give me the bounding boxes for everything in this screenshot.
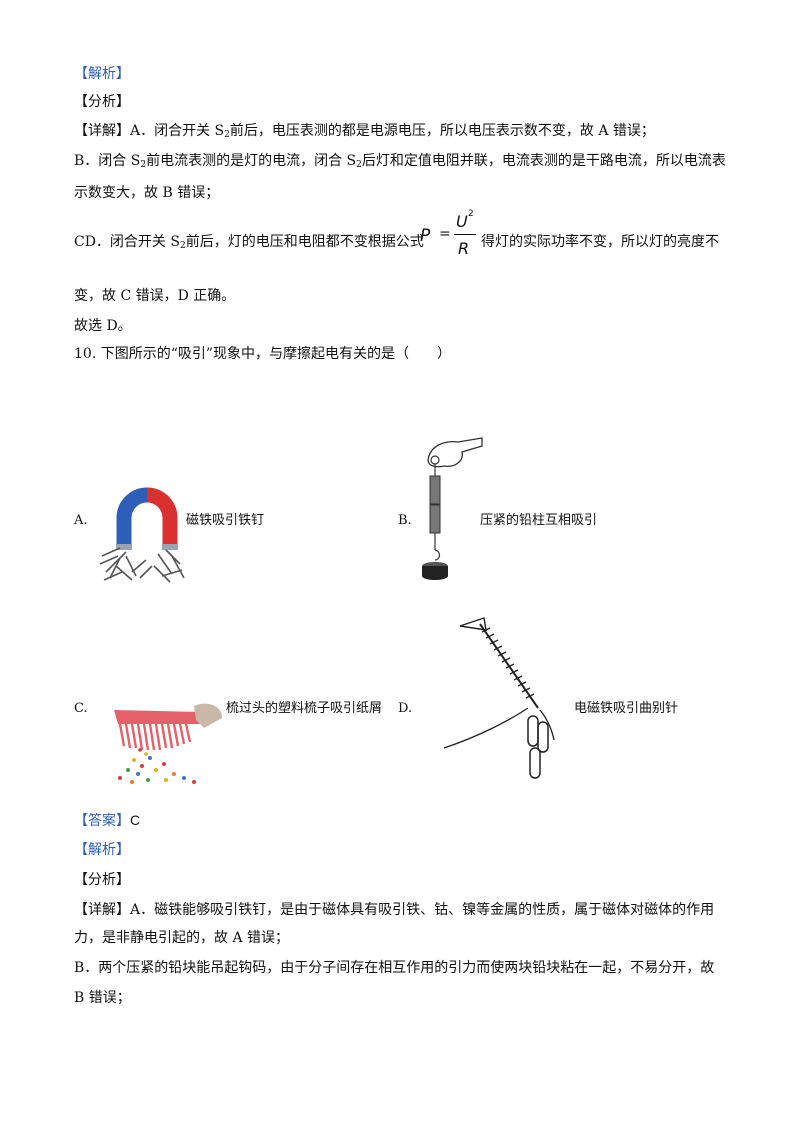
answer-heading: 【答案】 [74,813,130,829]
detail-b-line-2: 示数变大，故 B 错误； [74,185,220,201]
option-b-caption: 压紧的铅柱互相吸引 [480,513,598,528]
detail-cd-line-1: CD．闭合开关 S2前后，灯的电压和电阻都不变根据公式 [74,234,424,251]
choose-line: 故选 D。 [74,318,132,334]
detail-heading: 【详解】 [74,123,130,139]
answer-analysis-heading: 【解析】 [74,842,130,858]
answer-fenxi-heading: 【分析】 [74,872,130,888]
power-formula: P = U 2 R [420,209,480,262]
answer-value: C [130,812,141,828]
option-a-caption: 磁铁吸引铁钉 [186,513,265,528]
option-d-letter: D. [398,701,413,716]
answer-detail-a-line-1: 【详解】A．磁铁能够吸引铁钉，是由于磁体具有吸引铁、钴、镍等金属的性质，属于磁体… [74,902,715,918]
answer-line: 【答案】C [74,810,140,831]
answer-detail-b-line-2: B 错误； [74,990,131,1006]
answer-detail-b-line-1: B．两个压紧的铅块能吊起钩码，由于分子间存在相互作用的引力而使两块铅块粘在一起，… [74,960,715,976]
detail-b-line-1: B．闭合 S2前电流表测的是灯的电流，闭合 S2后灯和定值电阻并联，电流表测的是… [74,153,726,170]
comb-figure [114,703,222,784]
detail-cd-line-1b: 得灯的实际功率不变，所以灯的亮度不 [481,234,719,250]
lead-cylinders-figure [422,437,483,580]
fraction-bar [454,234,476,235]
option-d-caption: 电磁铁吸引曲别针 [574,701,679,716]
question-stem: 10. 下图所示的“吸引”现象中，与摩擦起电有关的是（ ） [74,346,452,362]
option-a-letter: A. [74,513,88,528]
magnet-figure [99,487,185,583]
detail-a-line: 【详解】A．闭合开关 S2前后，电压表测的都是电源电压，所以电压表示数不变，故 … [74,123,655,140]
answer-detail-a-line-2: 力，是非静电引起的，故 A 错误； [74,930,290,946]
answer-detail-heading: 【详解】 [74,902,130,918]
option-c-letter: C. [74,701,88,716]
analysis-heading: 【解析】 [74,66,130,82]
detail-cd-line-2: 变，故 C 错误，D 正确。 [74,288,236,304]
option-b-letter: B. [398,513,412,528]
electromagnet-figure [443,617,555,779]
option-c-caption: 梳过头的塑料梳子吸引纸屑 [226,701,383,716]
fenxi-heading: 【分析】 [74,94,130,110]
